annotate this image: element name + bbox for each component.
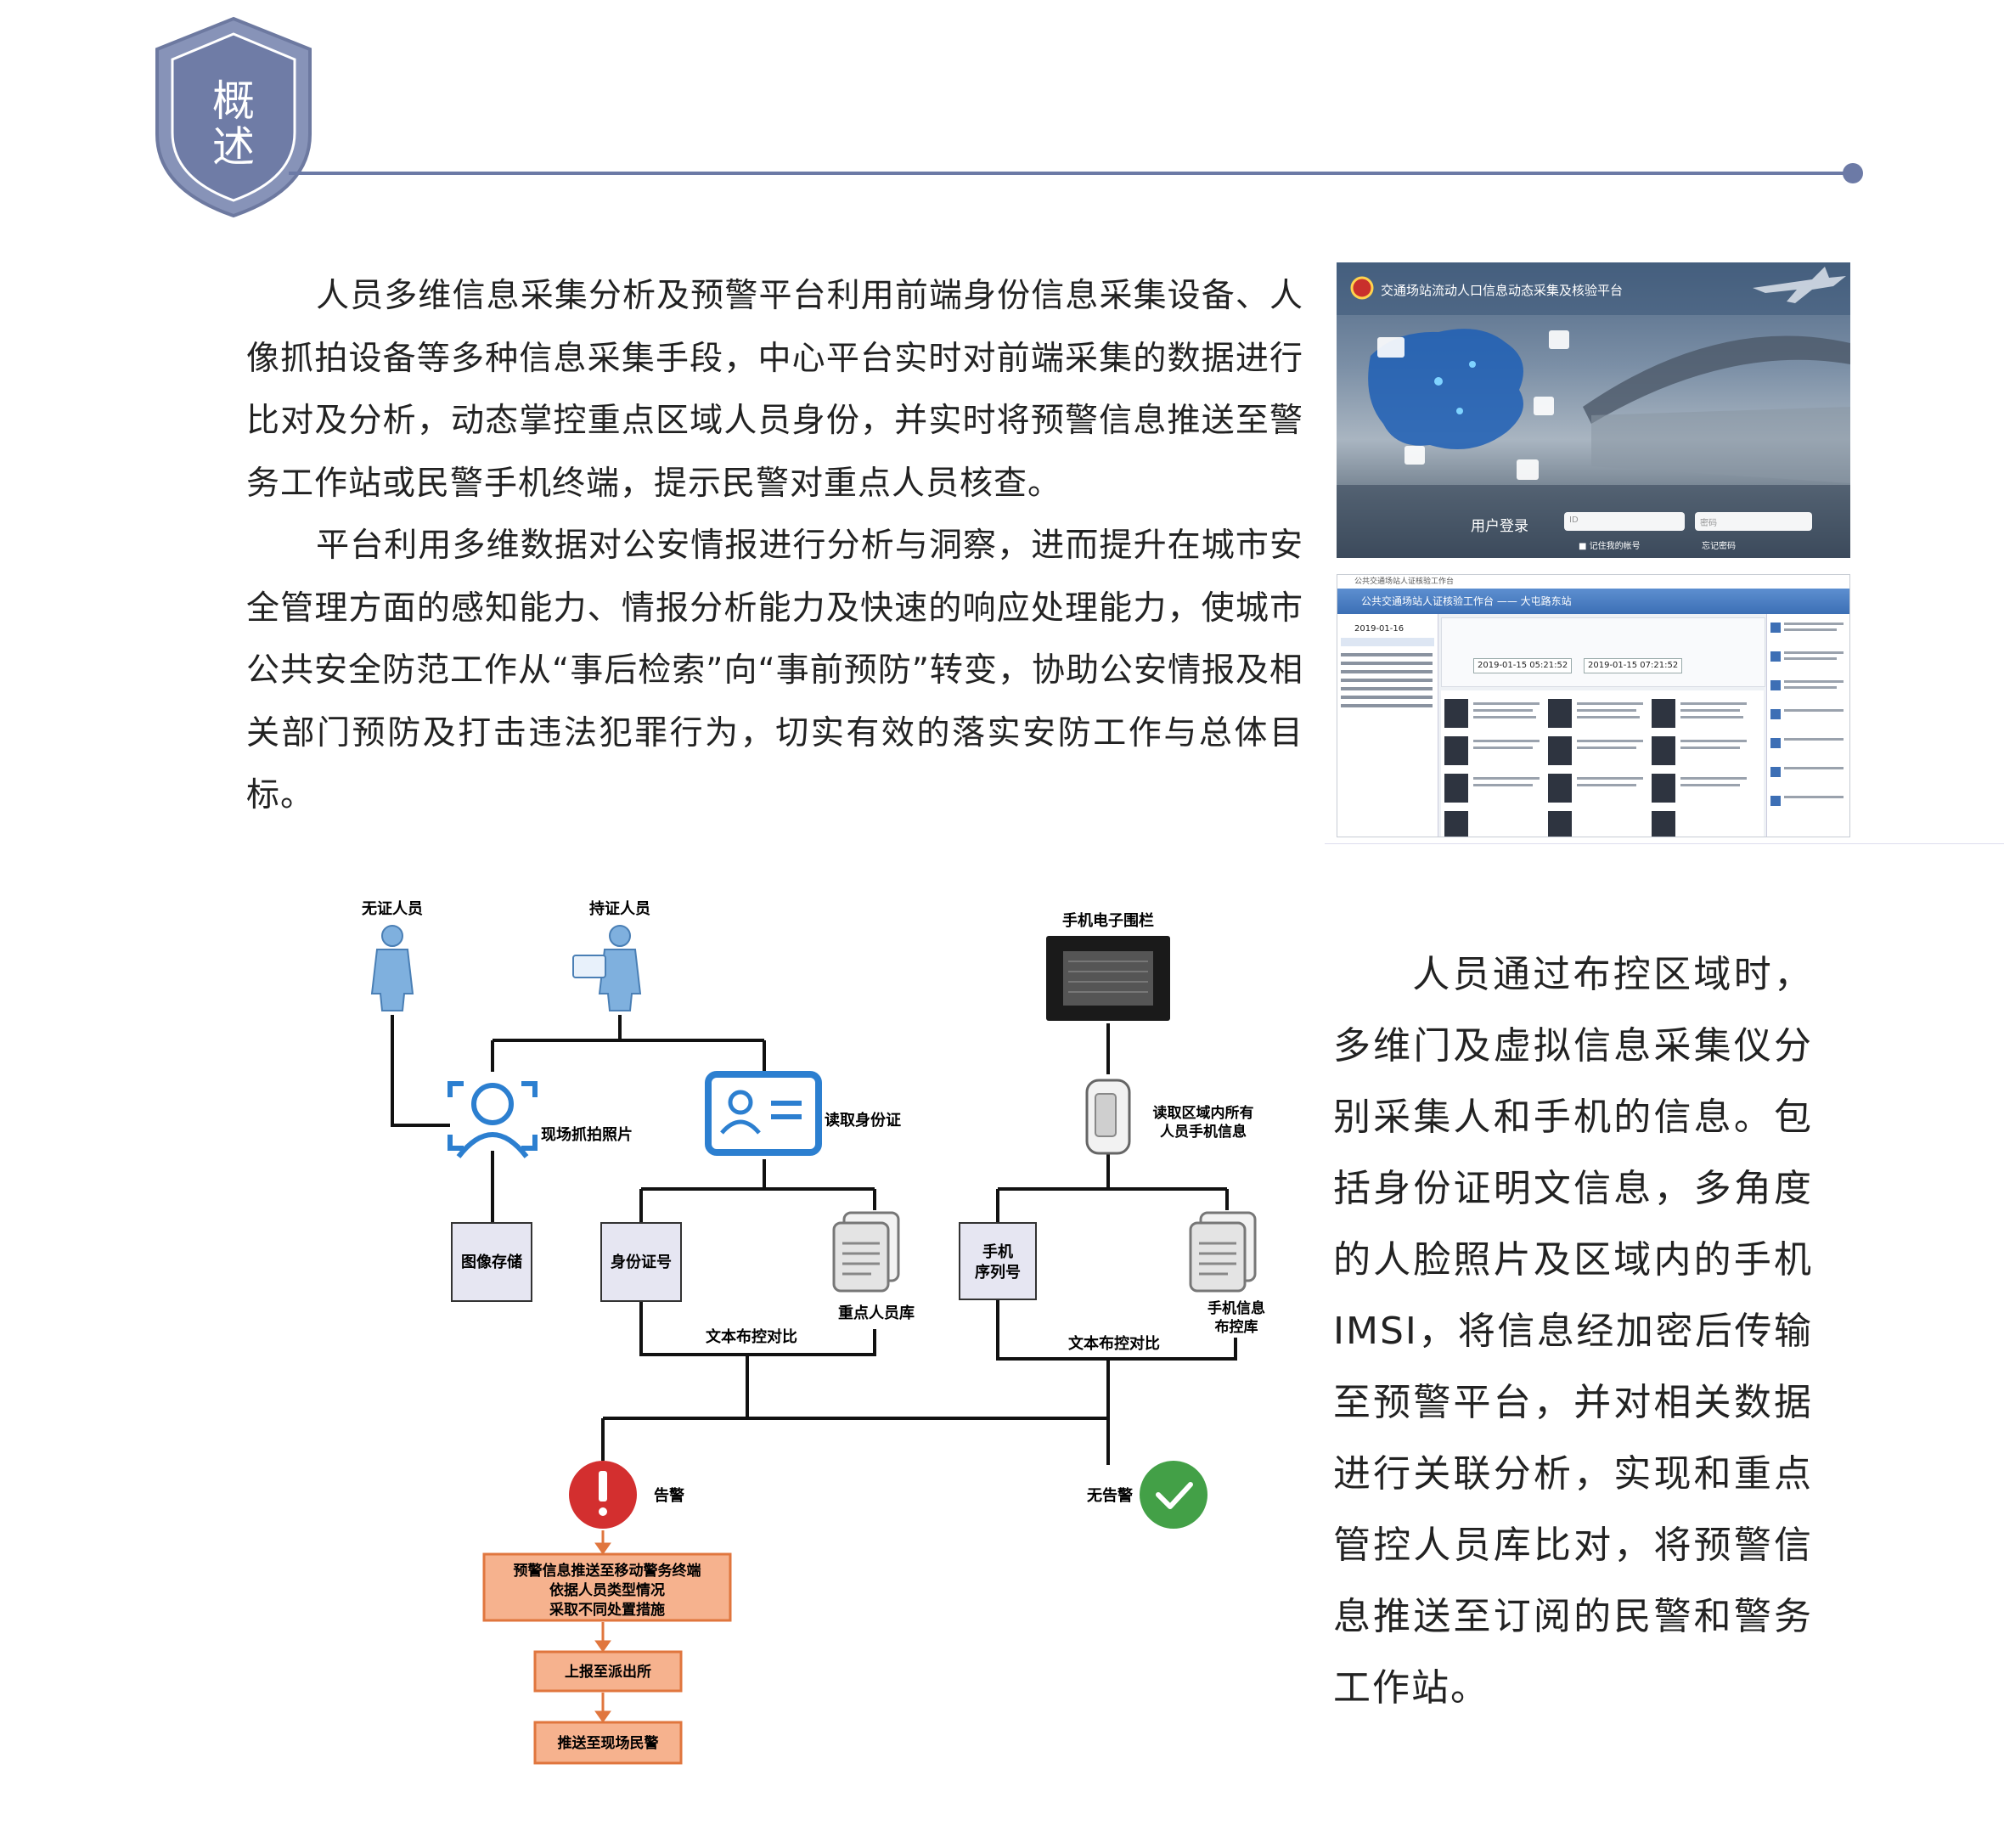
login-title: 交通场站流动人口信息动态采集及核验平台 [1381, 283, 1624, 298]
header-rule-dot [1843, 163, 1863, 183]
intro-paragraph-1: 人员多维信息采集分析及预警平台利用前端身份信息采集设备、人像抓拍设备等多种信息采… [246, 277, 1303, 503]
push-officer-step-label: 推送至现场民警 [558, 1734, 659, 1752]
read-phone-label-2: 人员手机信息 [1160, 1123, 1247, 1141]
workstation-header: 公共交通场站人证核验工作台 —— 大屯路东站 [1337, 589, 1849, 614]
start-time-field[interactable]: 2019-01-15 05:21:52 [1473, 658, 1573, 673]
alert-list-rows [1770, 623, 1844, 806]
phone-db-label-1: 手机信息 [1207, 1299, 1265, 1317]
no-alarm-label: 无告警 [1087, 1486, 1133, 1505]
end-time-field[interactable]: 2019-01-15 07:21:52 [1584, 658, 1683, 673]
section-shield-badge: 概 述 [155, 16, 312, 218]
history-panel [1337, 614, 1438, 837]
warning-push-step-line2: 依据人员类型情况 [549, 1581, 665, 1599]
section-divider [1325, 843, 2004, 844]
id-number-box [600, 1222, 682, 1302]
phone-serial-label-2: 序列号 [975, 1263, 1021, 1282]
image-store-box [451, 1222, 532, 1302]
text-compare-label-left: 文本布控对比 [706, 1327, 797, 1346]
capture-photo-icon [448, 1081, 538, 1158]
section-title-line1: 概 [212, 76, 255, 126]
phone-db-label-2: 布控库 [1215, 1318, 1258, 1336]
report-station-step-box [533, 1650, 683, 1693]
section-title-line2: 述 [212, 122, 255, 172]
no-id-person-icon [370, 925, 414, 1011]
phone-serial-label-1: 手机 [982, 1242, 1013, 1261]
username-field[interactable]: ID [1564, 512, 1685, 531]
password-field[interactable]: 密码 [1695, 512, 1812, 531]
handheld-reader-icon [1085, 1079, 1131, 1155]
warning-push-step-box [482, 1552, 732, 1622]
window-title-bar: 公共交通场站人证核验工作台 [1337, 575, 1849, 589]
report-station-step-label: 上报至派出所 [565, 1663, 651, 1681]
login-screenshot: 交通场站流动人口信息动态采集及核验平台 用户登录 ID 密码 ■ 记住我的帐号 … [1337, 262, 1850, 558]
alarm-icon [569, 1461, 637, 1529]
login-label: 用户登录 [1471, 518, 1528, 535]
record-thumbnails [1444, 699, 1747, 837]
alarm-flow-arrows [594, 1530, 611, 1723]
warning-push-step-line3: 采取不同处置措施 [549, 1601, 665, 1619]
history-rows [1341, 638, 1434, 707]
read-phone-label-1: 读取区域内所有 [1153, 1104, 1254, 1122]
image-store-label: 图像存储 [461, 1253, 522, 1271]
id-card-icon [705, 1071, 822, 1156]
id-person-label: 持证人员 [589, 899, 650, 918]
no-alarm-check-icon [1140, 1461, 1207, 1529]
push-officer-step-box [533, 1721, 683, 1765]
alarm-label: 告警 [654, 1486, 684, 1505]
forgot-password-link[interactable]: 忘记密码 [1702, 542, 1736, 551]
phone-serial-box [959, 1222, 1037, 1300]
intro-paragraph-2: 平台利用多维数据对公安情报进行分析与洞察，进而提升在城市安全管理方面的感知能力、… [246, 527, 1303, 814]
phone-fence-label: 手机电子围栏 [1062, 911, 1154, 930]
alert-list-panel [1766, 614, 1849, 837]
header-rule [289, 172, 1855, 175]
key-person-db-icon [832, 1211, 900, 1293]
side-description: 人员通过布控区域时，多维门及虚拟信息采集仪分别采集人和手机的信息。包括身份证明文… [1333, 939, 1813, 1724]
intro-text: 人员多维信息采集分析及预警平台利用前端身份信息采集设备、人像抓拍设备等多种信息采… [246, 265, 1303, 827]
read-id-label: 读取身份证 [825, 1111, 901, 1130]
id-person-icon [572, 925, 642, 1011]
no-id-person-label: 无证人员 [362, 900, 423, 918]
capture-photo-label: 现场抓拍照片 [541, 1125, 633, 1144]
key-person-db-label: 重点人员库 [838, 1304, 915, 1322]
process-flow-diagram: 无证人员 持证人员 手机电子围栏 现场抓拍照片 读取身份证 读取区域内所有 人员… [362, 899, 1265, 1765]
workstation-date: 2019-01-16 [1354, 624, 1404, 634]
warning-push-step-line1: 预警信息推送至移动警务终端 [514, 1562, 701, 1580]
workstation-screenshot: 公共交通场站人证核验工作台 公共交通场站人证核验工作台 —— 大屯路东站 201… [1337, 574, 1850, 837]
remember-checkbox[interactable]: ■ 记住我的帐号 [1579, 542, 1641, 551]
phone-db-icon [1189, 1211, 1257, 1293]
id-number-label: 身份证号 [611, 1253, 672, 1271]
record-grid [1441, 690, 1764, 837]
text-compare-label-right: 文本布控对比 [1068, 1334, 1160, 1353]
phone-fence-device-icon [1046, 936, 1170, 1021]
side-paragraph: 人员通过布控区域时，多维门及虚拟信息采集仪分别采集人和手机的信息。包括身份证明文… [1333, 953, 1813, 1710]
flow-connectors [391, 1015, 1237, 1465]
search-form [1441, 617, 1765, 687]
